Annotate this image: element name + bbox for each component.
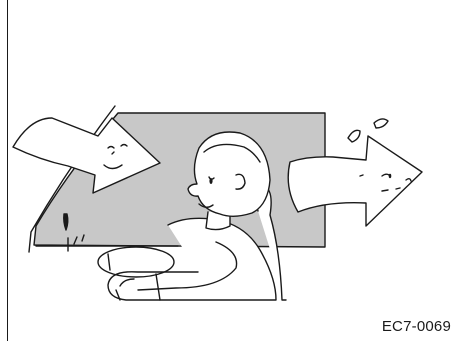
figure-code: EC7-0069 bbox=[382, 318, 451, 335]
ventilation-diagram bbox=[8, 0, 457, 341]
figure-frame: EC7-0069 bbox=[7, 0, 457, 341]
